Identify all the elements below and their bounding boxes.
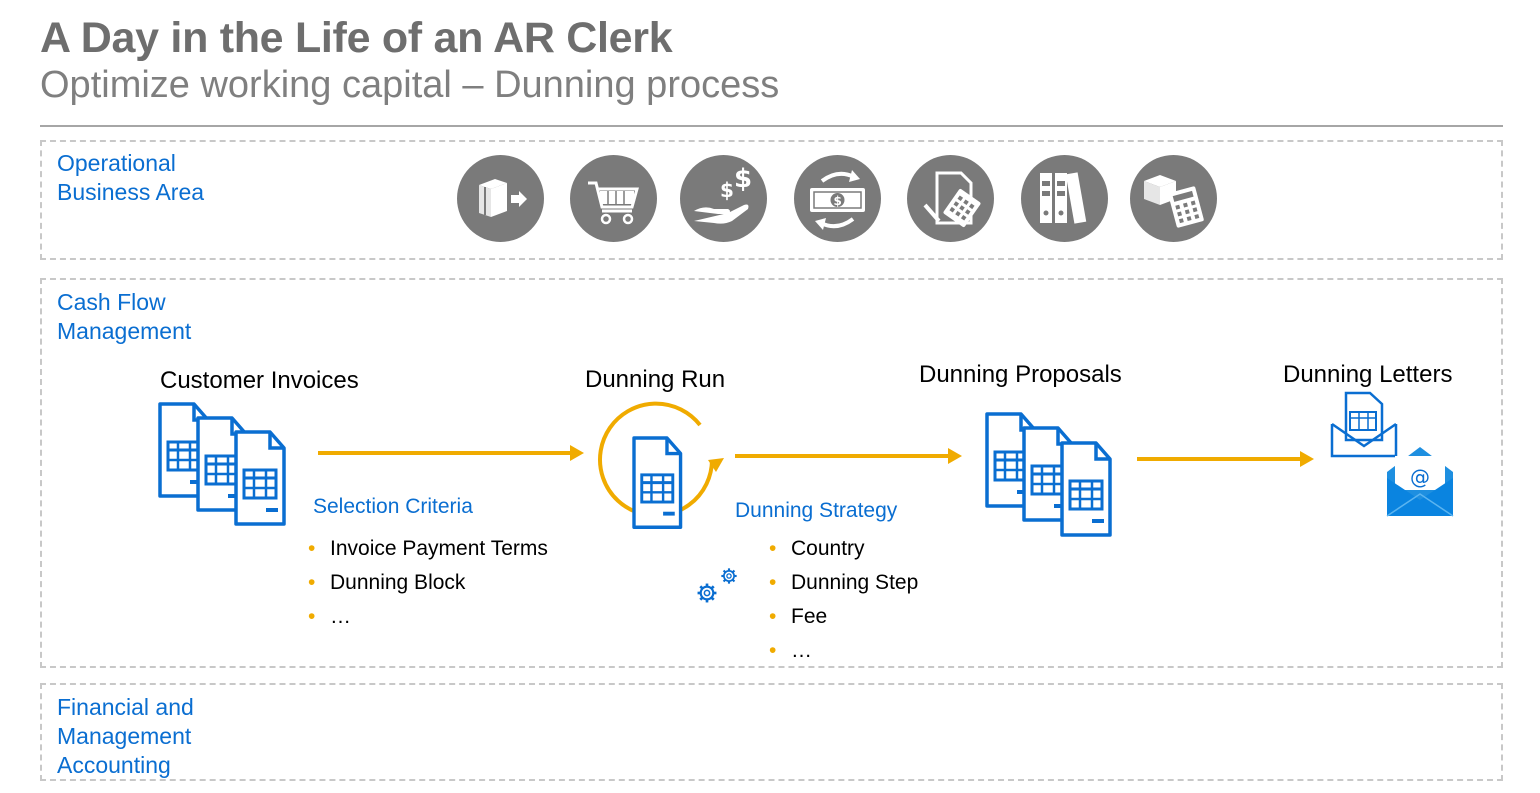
selection-criteria-label: Selection Criteria: [313, 495, 473, 518]
svg-text:$: $: [834, 194, 842, 208]
selection-criteria-list: Invoice Payment Terms Dunning Block …: [308, 532, 548, 634]
dunning-strategy-list: Country Dunning Step Fee …: [769, 532, 918, 668]
operational-business-area-box: [40, 140, 1503, 260]
binders-icon: [1021, 155, 1108, 242]
money-hand-icon: $ $: [680, 155, 767, 242]
list-item: Dunning Block: [308, 566, 548, 600]
list-item: Country: [769, 532, 918, 566]
dunning-proposals-title: Dunning Proposals: [919, 361, 1122, 388]
cash-exchange-icon: $: [794, 155, 881, 242]
list-item: Fee: [769, 600, 918, 634]
page-title: A Day in the Life of an AR Clerk: [40, 14, 673, 62]
page-subtitle: Optimize working capital – Dunning proce…: [40, 64, 780, 106]
list-item: Dunning Step: [769, 566, 918, 600]
dunning-strategy-label: Dunning Strategy: [735, 499, 898, 522]
cash-flow-management-label: Cash Flow Management: [57, 289, 192, 344]
box-calculator-icon: [1130, 155, 1217, 242]
shopping-cart-icon: [570, 155, 657, 242]
list-item: …: [769, 634, 918, 668]
list-item: …: [308, 600, 548, 634]
list-item: Invoice Payment Terms: [308, 532, 548, 566]
operational-business-area-label: Operational Business Area: [57, 150, 205, 205]
financial-management-accounting-box: [40, 683, 1503, 781]
financial-management-accounting-label: Financial and Management Accounting: [57, 694, 194, 778]
dunning-run-title: Dunning Run: [585, 366, 726, 393]
svg-text:$: $: [720, 178, 734, 202]
dunning-letters-title: Dunning Letters: [1283, 361, 1453, 388]
invoice-calculator-icon: [907, 155, 994, 242]
title-divider: [40, 125, 1503, 127]
package-shipping-icon: [457, 155, 544, 242]
svg-text:$: $: [734, 164, 752, 194]
customer-invoices-title: Customer Invoices: [160, 367, 359, 394]
